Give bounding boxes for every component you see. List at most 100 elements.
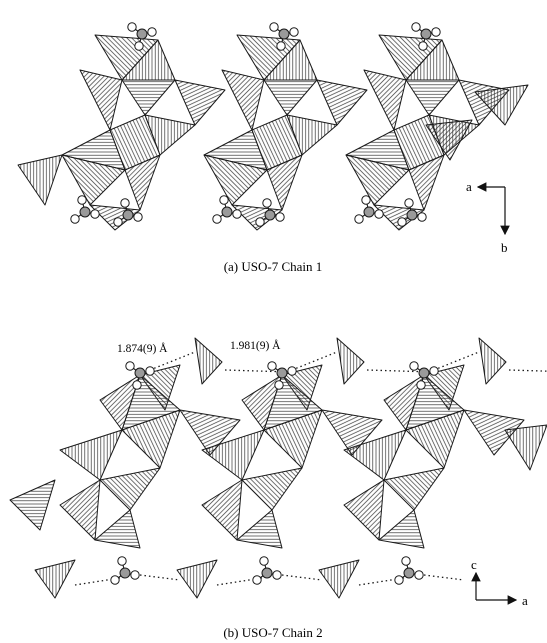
polyhedron [336, 337, 365, 385]
polyhedron [179, 409, 241, 456]
polyhedron [144, 114, 196, 156]
polyhedron [266, 154, 303, 211]
hydrogen-bond [281, 574, 323, 581]
oxygen-atom [420, 28, 432, 40]
hydrogen-atom [132, 380, 142, 390]
polyhedron [194, 337, 223, 385]
polyhedron [345, 154, 410, 206]
polyhedron [221, 69, 265, 131]
hydrogen-bond [508, 369, 547, 372]
hydrogen-atom [133, 212, 143, 222]
hydrogen-atom [90, 209, 100, 219]
polyhedron [321, 409, 383, 456]
polyhedron [474, 84, 529, 126]
polyhedron [124, 154, 161, 211]
hydrogen-atom [275, 212, 285, 222]
hydrogen-atom [409, 361, 419, 371]
hydrogen-atom [289, 27, 299, 37]
polyhedron [363, 69, 407, 131]
polyhedron [316, 79, 368, 126]
polyhedron [383, 467, 445, 511]
hydrogen-bond [358, 577, 405, 586]
polyhedron [34, 559, 76, 599]
hydrogen-atom [429, 366, 439, 376]
hydrogen-atom [397, 217, 407, 227]
hydrogen-atom [354, 214, 364, 224]
hydrogen-atom [219, 195, 229, 205]
oxygen-atom [134, 367, 146, 379]
polyhedron [408, 154, 445, 211]
hydrogen-atom [267, 361, 277, 371]
polyhedron [405, 79, 460, 116]
hydrogen-atom [134, 41, 144, 51]
polyhedron [478, 337, 507, 385]
polyhedron [463, 409, 525, 456]
polyhedron [241, 467, 303, 511]
polyhedron [61, 154, 126, 206]
chain-1-axis-b-label: b [501, 240, 508, 255]
hydrogen-atom [262, 198, 272, 208]
polyhedron [79, 69, 123, 131]
hydrogen-atom [394, 575, 404, 585]
polyhedron [318, 559, 360, 599]
polyhedron [17, 154, 63, 206]
hydrogen-atom [130, 570, 140, 580]
polyhedron [121, 409, 181, 469]
chain-1-structure [17, 34, 529, 231]
polyhedron [99, 467, 161, 511]
hydrogen-atom [287, 366, 297, 376]
hydrogen-atom [418, 41, 428, 51]
oxygen-atom [264, 209, 276, 221]
oxygen-atom [79, 206, 91, 218]
hydrogen-atom [125, 361, 135, 371]
hydrogen-atom [252, 575, 262, 585]
bond-distance-1: 1.874(9) Å [117, 341, 168, 355]
hydrogen-atom [145, 366, 155, 376]
hydrogen-atom [77, 195, 87, 205]
oxygen-atom [221, 206, 233, 218]
hydrogen-atom [127, 22, 137, 32]
polyhedron [425, 119, 473, 161]
polyhedron [236, 509, 283, 549]
hydrogen-atom [411, 22, 421, 32]
polyhedron [176, 559, 218, 599]
hydrogen-atom [232, 209, 242, 219]
hydrogen-atom [276, 41, 286, 51]
hydrogen-atom [212, 214, 222, 224]
oxygen-atom [406, 209, 418, 221]
hydrogen-atom [70, 214, 80, 224]
hydrogen-atom [113, 217, 123, 227]
polyhedron [504, 424, 547, 471]
oxygen-atom [418, 367, 430, 379]
hydrogen-atom [272, 570, 282, 580]
oxygen-atom [119, 567, 131, 579]
hydrogen-atom [120, 198, 130, 208]
chain-2-axes: c a [471, 557, 528, 608]
chain-2-axis-a-label: a [522, 593, 528, 608]
hydrogen-atom [431, 27, 441, 37]
chain-2-axis-c-label: c [471, 557, 477, 572]
hydrogen-atom [274, 380, 284, 390]
polyhedron [263, 79, 318, 116]
hydrogen-atom [361, 195, 371, 205]
hydrogen-atom [374, 209, 384, 219]
hydrogen-atom [255, 217, 265, 227]
hydrogen-atom [147, 27, 157, 37]
hydrogen-bond [423, 574, 465, 581]
chain-2-water-molecules [74, 351, 547, 586]
oxygen-atom [261, 567, 273, 579]
polyhedron [121, 79, 176, 116]
polyhedron [174, 79, 226, 126]
hydrogen-atom [417, 212, 427, 222]
polyhedron [59, 479, 101, 541]
oxygen-atom [403, 567, 415, 579]
hydrogen-atom [269, 22, 279, 32]
polyhedron [201, 479, 243, 541]
hydrogen-atom [414, 570, 424, 580]
chain-1-water-molecules [70, 22, 441, 227]
polyhedron [343, 429, 407, 481]
polyhedron [9, 479, 56, 531]
hydrogen-bond [216, 577, 263, 586]
polyhedron [263, 409, 323, 469]
